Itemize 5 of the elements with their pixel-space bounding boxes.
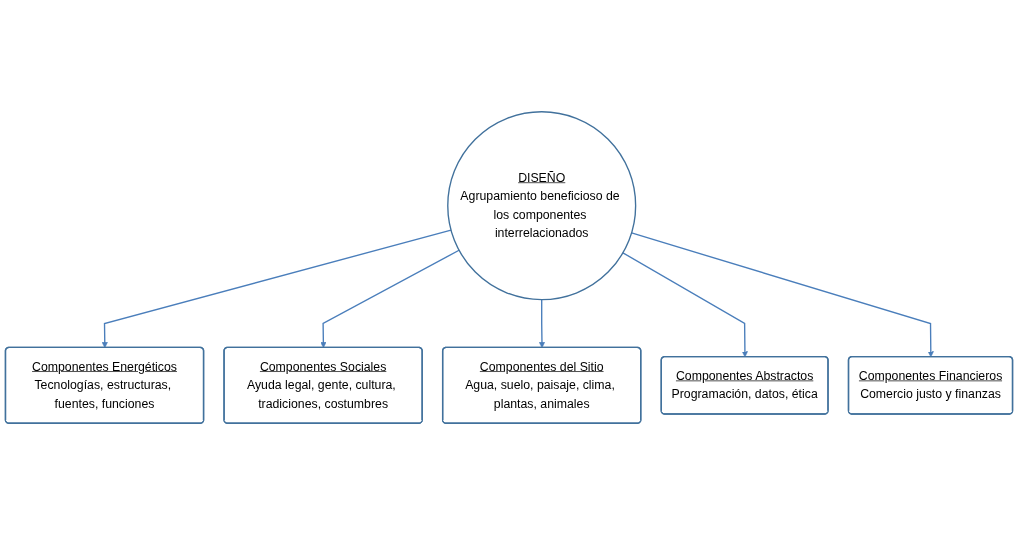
arrow [101,229,452,349]
arrow [538,298,545,349]
arrow [622,252,748,358]
node-circle: DISEÑO Agrupamiento beneficioso de los componentes interrelacionados [447,111,637,301]
arrow [320,249,460,349]
